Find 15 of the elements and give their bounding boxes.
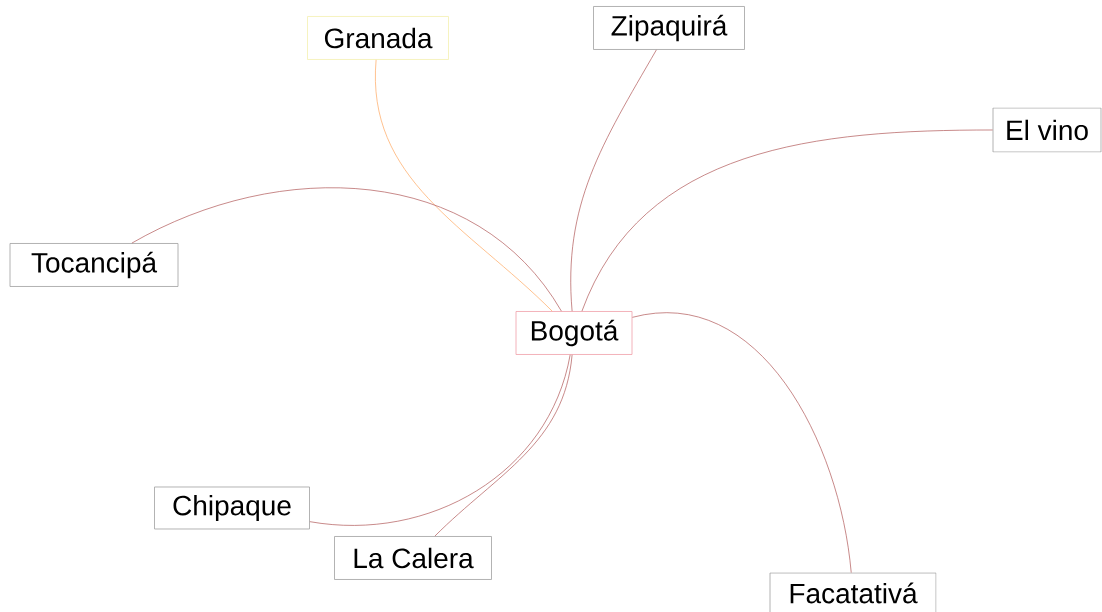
- curved-line: [309, 354, 571, 526]
- curved-line: [131, 187, 562, 312]
- curved-line: [375, 59, 553, 312]
- place-box: Tocancipá: [9, 243, 179, 287]
- curved-line: [434, 354, 573, 537]
- place-box: Chipaque: [154, 486, 310, 530]
- place-box: Zipaquirá: [593, 6, 745, 50]
- place-box: Bogotá: [515, 311, 633, 355]
- place-box: La Calera: [334, 536, 492, 580]
- place-box: El vino: [992, 107, 1102, 153]
- curved-line: [632, 312, 852, 573]
- place-box: Facatativá: [769, 572, 937, 612]
- curved-line: [570, 49, 657, 312]
- curved-line: [581, 129, 993, 312]
- place-box: Granada: [307, 16, 449, 60]
